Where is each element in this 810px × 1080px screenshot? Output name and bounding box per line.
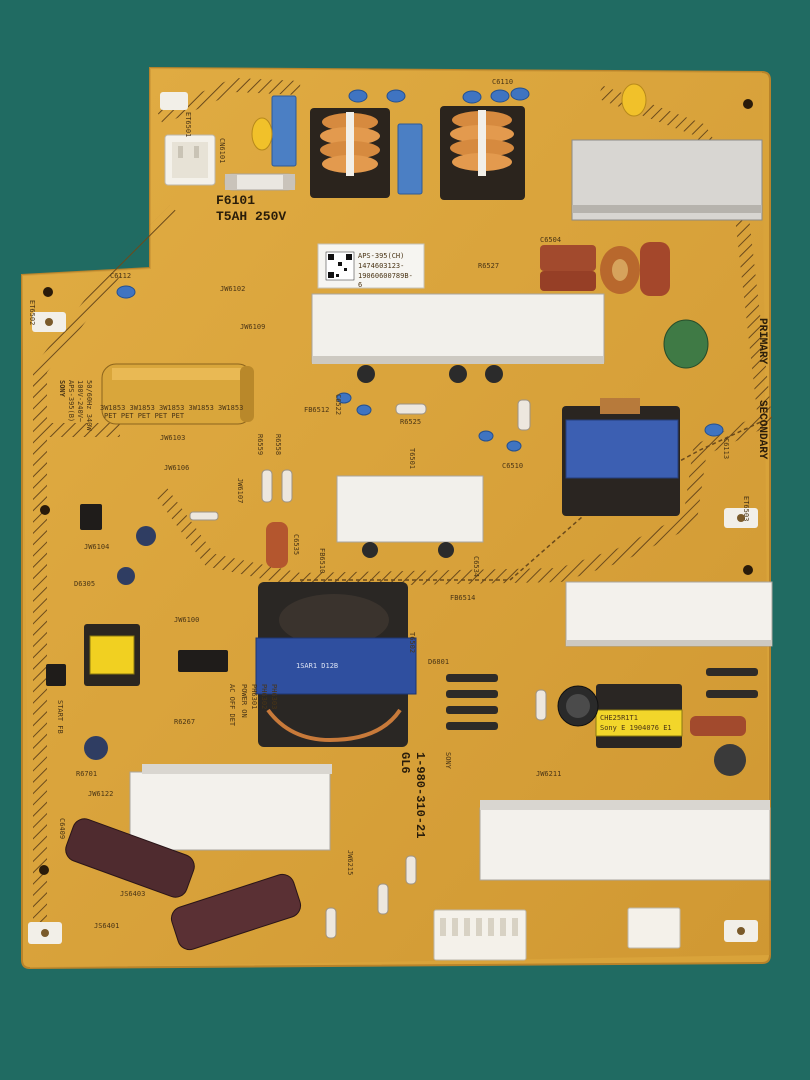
output-connector-main — [433, 909, 527, 961]
ref-c6504: C6504 — [540, 236, 561, 244]
small-transformer-sub: Sony E 1904076 E1 — [600, 724, 672, 732]
y-capacitors — [116, 87, 724, 452]
fuse — [224, 173, 296, 191]
svg-text:50/60Hz 340W: 50/60Hz 340W — [85, 380, 93, 431]
common-mode-choke-2 — [440, 106, 525, 200]
main-transformer — [255, 582, 417, 747]
transformer-marking: 1SAR1 D12B — [296, 662, 338, 670]
thermistor — [663, 319, 709, 369]
film-capacitors — [266, 242, 746, 736]
sticker-code: 19060600789B- — [358, 272, 413, 280]
brand-silk: SONY — [444, 752, 452, 770]
fuse-ref: F6101 — [216, 193, 255, 208]
small-transformer-marking: CHE25R1T1 — [600, 714, 638, 722]
svg-text:APS-395(B): APS-395(B) — [67, 380, 75, 422]
standby-transformer — [562, 398, 680, 516]
fuse-rating: T5AH 250V — [216, 209, 286, 224]
ref-d6305: D6305 — [74, 580, 95, 588]
heatsink-bottom-left — [129, 764, 332, 851]
ref-c6510: C6510 — [502, 462, 523, 470]
ref-jw6107: JW6107 — [236, 478, 244, 503]
aux-transformer-left — [84, 624, 140, 686]
output-connector-small — [627, 907, 681, 949]
toroid-inductor — [600, 246, 640, 294]
ref-r6525: R6525 — [400, 418, 421, 426]
ref-jw6215: JW6215 — [346, 850, 354, 875]
ref-r6558: R6558 — [274, 434, 282, 455]
ref-jw6106: JW6106 — [164, 464, 189, 472]
start-fb-label: START FB — [56, 700, 64, 734]
primary-label: PRIMARY — [756, 318, 768, 365]
ref-jw6103: JW6103 — [160, 434, 185, 442]
part-number: 1-980-310-21 — [413, 752, 427, 838]
ref-fb6514: FB6514 — [450, 594, 475, 602]
ref-et6501: ET6501 — [184, 112, 192, 137]
ref-jw6104: JW6104 — [84, 543, 109, 551]
heatsink-pfc — [311, 293, 605, 383]
serial-sticker — [317, 243, 425, 289]
ref-ph6301: PH6301 — [250, 684, 258, 709]
ref-c6112: C6112 — [110, 272, 131, 280]
ref-c6522: C6522 — [334, 394, 342, 415]
ref-r6701: R6701 — [76, 770, 97, 778]
ref-jw6102: JW6102 — [220, 285, 245, 293]
output-capacitors — [65, 526, 746, 951]
ac-off-det-label: AC OFF DET — [228, 684, 236, 727]
ref-d6801: D6801 — [428, 658, 449, 666]
secondary-label: SECONDARY — [756, 400, 768, 460]
ref-jw6211: JW6211 — [536, 770, 561, 778]
bulk-capacitor — [101, 363, 254, 425]
diode-array — [446, 668, 758, 730]
heatsink-middle — [336, 475, 484, 558]
ref-ph6302: PH6302 — [260, 684, 268, 709]
ref-js6401: JS6401 — [94, 922, 119, 930]
ref-t6502: T6502 — [408, 632, 416, 653]
ref-ph6303: PH6303 — [270, 684, 278, 709]
rating-block: SONY APS-395(B) 100V-240V~ 50/60Hz 340W — [58, 380, 93, 431]
ref-jw6100: JW6100 — [174, 616, 199, 624]
svg-text:100V-240V~: 100V-240V~ — [76, 380, 84, 422]
ic-chips — [46, 504, 228, 686]
ref-et6502: ET6502 — [28, 300, 36, 325]
ref-c6534: C6534 — [472, 556, 480, 577]
resistors — [189, 399, 547, 939]
ref-r6527: R6527 — [478, 262, 499, 270]
ref-c6110: C6110 — [492, 78, 513, 86]
svg-text:SONY: SONY — [58, 380, 66, 398]
yellow-capacitor — [621, 83, 647, 117]
aux-transformer-right — [595, 684, 683, 748]
sticker-suffix: 6 — [358, 281, 362, 289]
ref-c6409: C6409 — [58, 818, 66, 839]
ref-cn6101: CN6101 — [218, 138, 226, 163]
heatsink-top-right — [571, 139, 763, 221]
board-variant: GL6 — [398, 752, 412, 774]
ref-r6267: R6267 — [174, 718, 195, 726]
ref-et6503: ET6503 — [742, 496, 750, 521]
sticker-model: APS-395(CH) — [358, 252, 404, 260]
ref-r6559: R6559 — [256, 434, 264, 455]
common-mode-choke-1 — [310, 108, 390, 198]
ref-jw6122: JW6122 — [88, 790, 113, 798]
pet-strip: PET PET PET PET PET — [104, 412, 185, 420]
heatsink-bottom-right — [479, 800, 771, 881]
mounting-holes — [28, 92, 758, 944]
ref-t6501: T6501 — [408, 448, 416, 469]
ref-jw6109: JW6109 — [240, 323, 265, 331]
ref-fb6510: FB6510 — [318, 548, 326, 573]
ref-c6113: C6113 — [722, 438, 730, 459]
ref-fb6512: FB6512 — [304, 406, 329, 414]
sticker-serial: 1474603123- — [358, 262, 404, 270]
ref-js6403: JS6403 — [120, 890, 145, 898]
x-capacitors — [251, 95, 423, 195]
isolation-band — [33, 77, 773, 930]
ref-c6535: C6535 — [292, 534, 300, 555]
power-on-label: POWER ON — [240, 684, 248, 718]
warning-strip: 3W1853 3W1853 3W1853 3W1853 3W1853 — [100, 404, 243, 412]
heatsink-right-middle — [565, 581, 773, 647]
ac-input-connector — [164, 134, 216, 186]
